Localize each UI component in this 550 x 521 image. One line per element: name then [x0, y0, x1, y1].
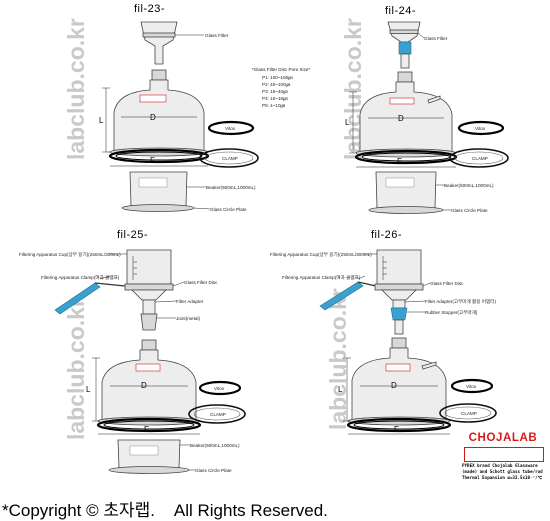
filter-adapter: [392, 299, 406, 309]
label-plate-23: Glass Circle Plate: [210, 207, 247, 212]
clamp-ring: [449, 148, 509, 168]
dim-L-23: L: [99, 116, 104, 125]
label-apparatus-cup-25: Filtering Apparatus Cup(상부 용기)(250mL/300…: [19, 251, 121, 258]
apparatus-clamp: [54, 282, 101, 315]
apparatus-clamp: [319, 281, 364, 311]
label-rubber-stopper-26: Rubber Stopper(고무마개): [425, 309, 478, 316]
beaker: [375, 171, 437, 209]
dim-D-24: D: [398, 114, 404, 123]
glass-circle-plate: [108, 466, 190, 474]
dim-F-26: F: [394, 425, 399, 434]
label-plate-25: Glass Circle Plate: [195, 468, 232, 473]
dim-F-24: F: [397, 157, 402, 166]
label-clamp-23: CLAMP: [222, 156, 238, 161]
label-filter-adapter-25: Filter Adapter: [176, 299, 204, 304]
brand-line-1: PYREX brand Chojalab Glassware: [462, 463, 538, 468]
watermark-1: labclub.co.kr: [63, 18, 89, 160]
pore-size-title: *Glass Filter Disc Pore Size*: [252, 67, 310, 72]
label-apparatus-clamp-25: Filtering Apparatus Clamp(여과 클램프): [41, 274, 120, 281]
watermark-4: labclub.co.kr: [325, 288, 351, 430]
label-vitox-24: Vitox: [475, 126, 486, 131]
label-glass-filter-23: Glass Filter: [205, 33, 229, 38]
label-beaker-23: Beaker(500mL,1000mL): [206, 185, 256, 190]
dim-D-25: D: [141, 381, 147, 390]
filter-adapter: [142, 299, 156, 315]
clamp-ring: [199, 148, 259, 168]
filter-disc: [142, 32, 176, 38]
dim-L-25: L: [86, 385, 91, 394]
pore-size-p2: P2: 40~100㎛: [262, 82, 291, 88]
pore-size-p3: P3: 16~40㎛: [262, 89, 288, 95]
glass-filter-disc: [124, 283, 174, 291]
label-apparatus-clamp-26: Filtering Apparatus Clamp(여과 클램프): [282, 274, 361, 281]
dim-D-23: D: [150, 113, 156, 122]
bell-jar: [101, 349, 197, 422]
brand-box: CHOJALAB PYREX brand Chojalab Glassware …: [462, 432, 544, 486]
label-joint-25: Joint(metal): [176, 316, 200, 321]
dim-L-26: L: [338, 385, 343, 394]
title-fil-26: fil-26-: [371, 229, 402, 241]
beaker: [129, 171, 188, 207]
pore-size-notes: *Glass Filter Disc Pore Size* P1: 100~16…: [252, 67, 310, 109]
glass-filter-disc: [374, 283, 424, 291]
label-clamp-25: CLAMP: [210, 412, 226, 417]
figure-fil-26: fil-26- Filtering Apparatus Cup(상부 용기)(2…: [270, 229, 497, 435]
figure-fil-24: fil-24- Glass Filter L D F Beaker(500mL,…: [345, 5, 509, 214]
vitox-ring: [457, 120, 505, 136]
apparatus-cup: [376, 249, 422, 285]
glass-circle-plate: [368, 206, 444, 214]
brand-name: CHOJALAB: [468, 432, 538, 444]
vitox-ring: [198, 380, 242, 396]
pore-size-p5: P5: 4~10㎛: [262, 103, 286, 109]
label-vitox-25: Vitox: [214, 386, 225, 391]
clamp-ring: [188, 404, 246, 424]
label-plate-24: Glass Circle Plate: [451, 208, 488, 213]
dim-L-24: L: [345, 118, 350, 127]
bell-jar: [359, 81, 453, 154]
label-vitox-23: Vitox: [225, 126, 236, 131]
glass-filter-funnel: [140, 21, 178, 65]
label-clamp-26: CLAMP: [461, 411, 477, 416]
pore-size-p4: P4: 10~16㎛: [262, 96, 288, 102]
vitox-ring: [207, 120, 255, 136]
pore-size-p1: P1: 100~160㎛: [262, 75, 293, 81]
label-apparatus-cup-26: Filtering Apparatus Cup(상부 용기)(250mL/300…: [270, 251, 372, 258]
title-fil-24: fil-24-: [385, 5, 416, 17]
label-glass-filter-disc-25: Glass Filter Disc: [184, 280, 218, 285]
figure-fil-25: fil-25- Filtering Apparatus Cup(상부 용기)(2…: [19, 229, 246, 474]
rubber-adapter: [398, 41, 412, 55]
label-glass-filter-24: Glass Filter: [424, 36, 448, 41]
dim-F-25: F: [144, 425, 149, 434]
label-clamp-24: CLAMP: [472, 156, 488, 161]
dim-D-26: D: [391, 381, 397, 390]
brand-frame: [464, 447, 544, 462]
label-filter-adapter-26: Filter Adapter(고무마개 활용 어댑터): [425, 298, 496, 305]
brand-line-3: Thermal Expansion α=32.5x10⁻⁷/℃: [462, 475, 543, 480]
label-vitox-26: Vitox: [466, 384, 477, 389]
title-fil-25: fil-25-: [117, 229, 148, 241]
clamp-ring: [439, 403, 497, 423]
vitox-ring: [450, 378, 494, 394]
figure-fil-23: fil-23- Glass Filter L D F Beaker(500mL,…: [99, 3, 259, 212]
apparatus-cup: [126, 249, 172, 285]
watermark-3: labclub.co.kr: [63, 298, 89, 440]
bell-jar: [113, 79, 205, 153]
glass-circle-plate: [121, 204, 195, 212]
copyright-notice: *Copyright © 초자랩. All Rights Reserved.: [2, 501, 328, 520]
rubber-stopper: [390, 307, 408, 321]
bell-jar: [351, 347, 447, 422]
label-beaker-24: Beaker(500mL,1000mL): [444, 183, 494, 188]
stopper: [151, 69, 167, 81]
dim-F-23: F: [150, 156, 155, 165]
label-glass-filter-disc-26: Glass Filter Disc: [430, 281, 464, 286]
brand-line-2: (made) and Schott glass tube/rod: [462, 469, 543, 474]
title-fil-23: fil-23-: [134, 3, 165, 15]
label-beaker-25: Beaker(500mL,1000mL): [190, 443, 240, 448]
